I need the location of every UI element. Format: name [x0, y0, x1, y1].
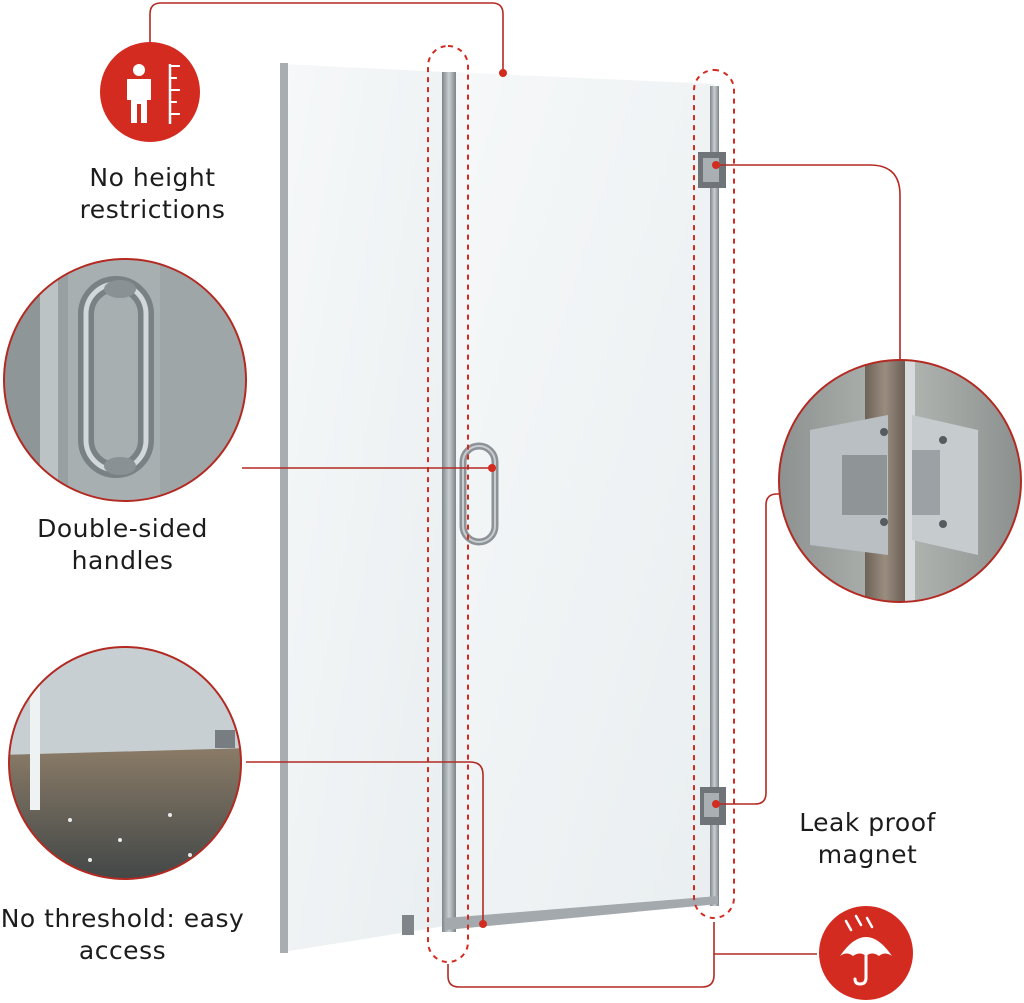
- magnet-label: Leak proof magnet: [780, 807, 955, 871]
- floor-stopper: [402, 915, 414, 935]
- threshold-label-line1: No threshold: easy: [0, 904, 245, 933]
- threshold-label-line2: access: [78, 936, 167, 965]
- hinge-edge-highlight: [693, 69, 735, 919]
- left-wall-profile: [280, 63, 288, 953]
- threshold-detail-photo: [8, 646, 242, 880]
- height-label-line2: restrictions: [79, 195, 226, 224]
- person-height-icon: [100, 42, 200, 142]
- handles-label: Double-sided handles: [10, 513, 235, 577]
- threshold-label: No threshold: easy access: [0, 903, 245, 967]
- height-label: No height restrictions: [50, 162, 255, 226]
- door-glass-panel: [452, 72, 714, 928]
- handles-label-line2: handles: [71, 546, 174, 575]
- connector-lines: [149, 2, 901, 988]
- connector-dots: [479, 69, 720, 928]
- door-bottom-frame: [446, 896, 718, 930]
- door-right-frame: [710, 86, 719, 906]
- shower-door: [280, 63, 726, 953]
- door-edge-highlight: [427, 45, 469, 963]
- hinge-detail-photo: [778, 359, 1022, 603]
- door-left-frame: [442, 72, 456, 932]
- handles-label-line1: Double-sided: [37, 514, 208, 543]
- magnet-label-line1: Leak proof: [799, 808, 936, 837]
- height-label-line1: No height: [89, 163, 216, 192]
- fixed-glass-panel: [283, 64, 445, 952]
- door-handle: [459, 442, 499, 546]
- bottom-hinge: [700, 787, 726, 825]
- top-hinge: [698, 152, 726, 188]
- handle-detail-photo: [3, 258, 247, 502]
- umbrella-rain-icon: [819, 906, 913, 1000]
- magnet-label-line2: magnet: [817, 840, 918, 869]
